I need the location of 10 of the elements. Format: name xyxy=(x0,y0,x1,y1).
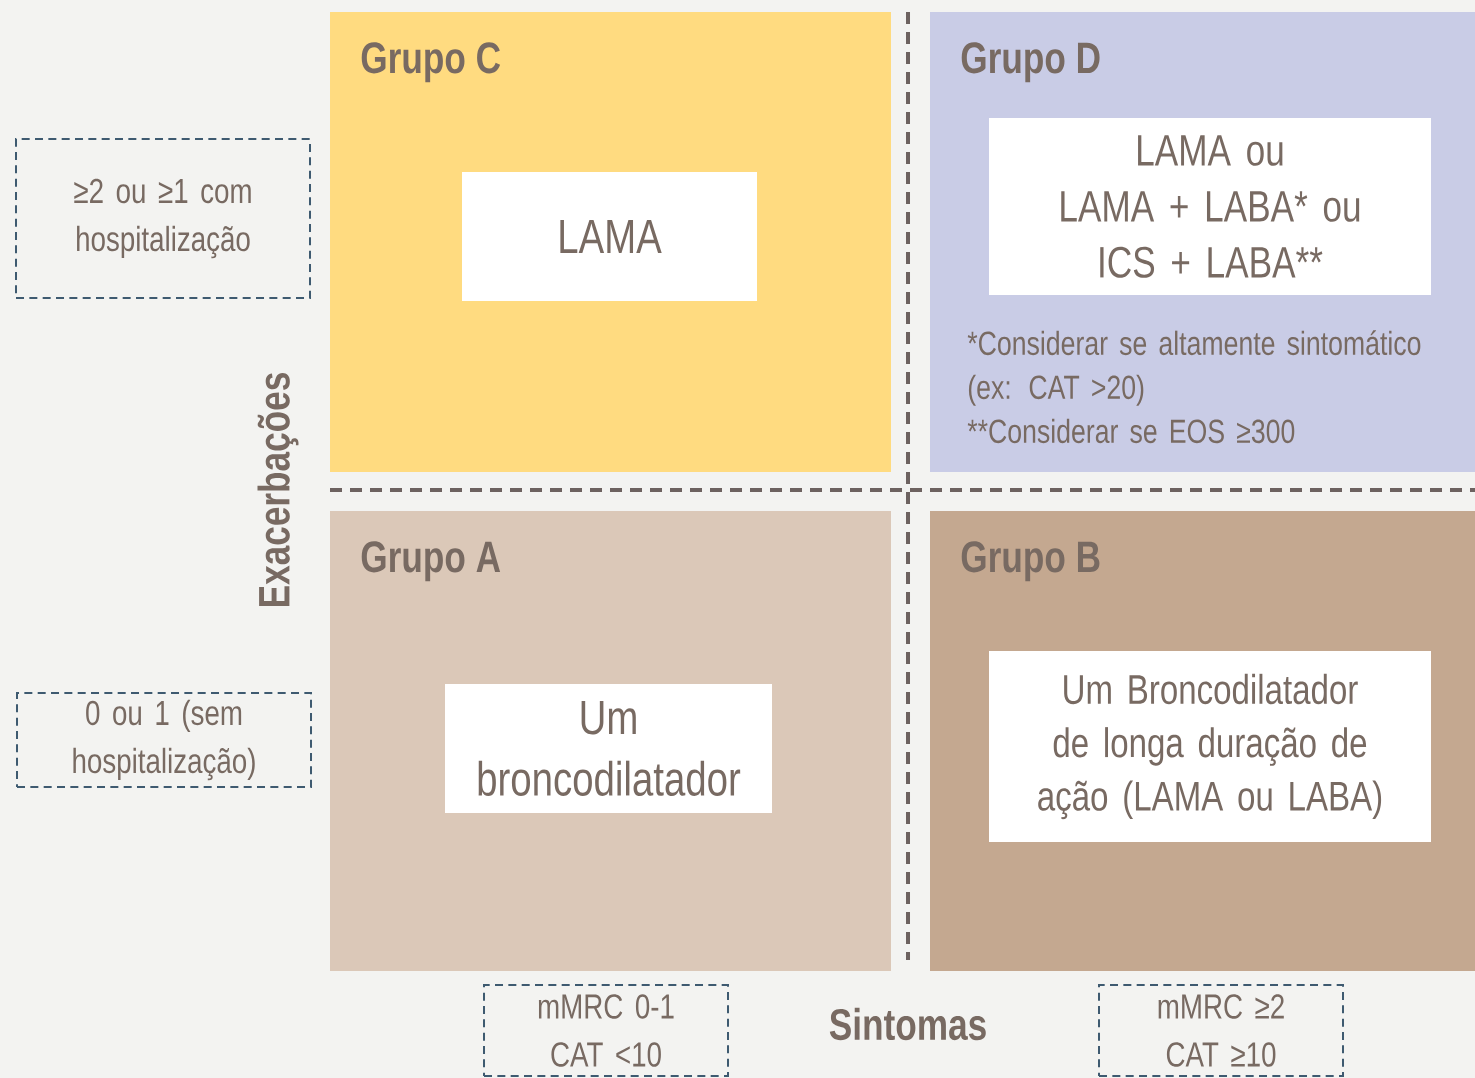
axis-label: Sintomas xyxy=(829,1007,986,1041)
treatment-box: Um broncodilatador xyxy=(445,684,772,813)
criteria-box: 0 ou 1 (sem hospitalização) xyxy=(16,692,312,788)
criteria-box: mMRC 0-1 CAT <10 xyxy=(483,984,729,1077)
criteria-box: ≥2 ou ≥1 com hospitalização xyxy=(15,138,311,299)
treatment-box: LAMA ou LAMA + LABA* ou ICS + LABA** xyxy=(989,118,1431,295)
criteria-box: mMRC ≥2 CAT ≥10 xyxy=(1098,984,1344,1077)
treatment-box: LAMA xyxy=(462,172,757,301)
axis-label: Exacerbações xyxy=(257,373,299,607)
treatment-box: Um Broncodilatador de longa duração de ação (LAMA ou LABA) xyxy=(989,651,1431,842)
